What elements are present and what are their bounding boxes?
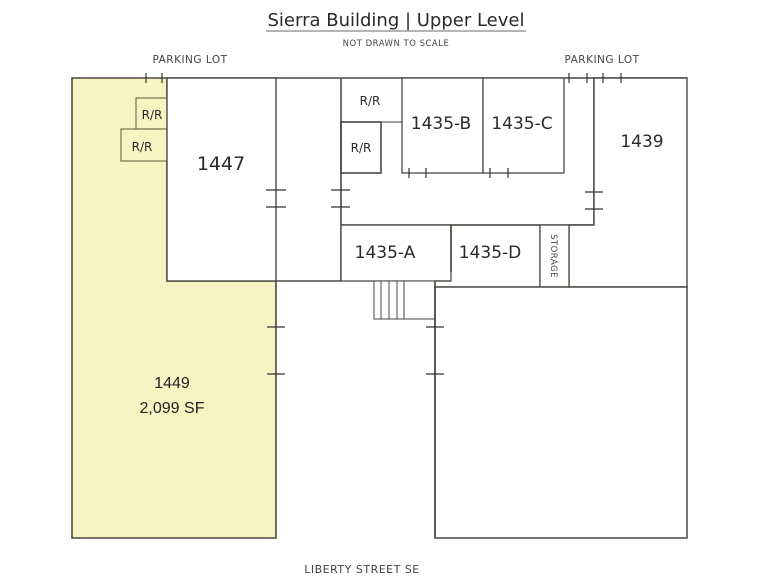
- storage-label: STORAGE: [548, 234, 558, 278]
- unit-1435-a-label: 1435-A: [355, 243, 416, 263]
- unit-lower-right[interactable]: [434, 286, 688, 539]
- unit-1435-d-label: 1435-D: [459, 243, 522, 263]
- rr-left-top-label: R/R: [142, 108, 163, 122]
- unit-1439[interactable]: [568, 77, 688, 288]
- unit-1435-c[interactable]: [482, 77, 565, 174]
- parking-lot-left-label: PARKING LOT: [152, 54, 227, 66]
- unit-1435-b[interactable]: [401, 77, 484, 174]
- unit-1439-label: 1439: [620, 132, 663, 152]
- stairs-icon: [373, 280, 436, 320]
- unit-1435-c-label: 1435-C: [491, 114, 552, 134]
- unit-1447[interactable]: [166, 77, 277, 282]
- scale-note: NOT DRAWN TO SCALE: [343, 39, 450, 49]
- unit-1449-area: 2,099 SF: [140, 400, 205, 417]
- parking-lot-right-label: PARKING LOT: [564, 54, 639, 66]
- liberty-street-label: LIBERTY STREET SE: [304, 563, 420, 576]
- restroom-left-top: [135, 97, 168, 130]
- rr-mid-bottom-label: R/R: [351, 141, 372, 155]
- storage-room: [539, 224, 570, 288]
- unit-1449-label: 1449: [154, 375, 190, 392]
- rr-left-bottom-label: R/R: [132, 140, 153, 154]
- unit-1435-b-label: 1435-B: [411, 114, 471, 134]
- unit-1447-label: 1447: [197, 153, 245, 175]
- page-title: Sierra Building | Upper Level: [267, 10, 524, 31]
- rr-mid-top-label: R/R: [360, 94, 381, 108]
